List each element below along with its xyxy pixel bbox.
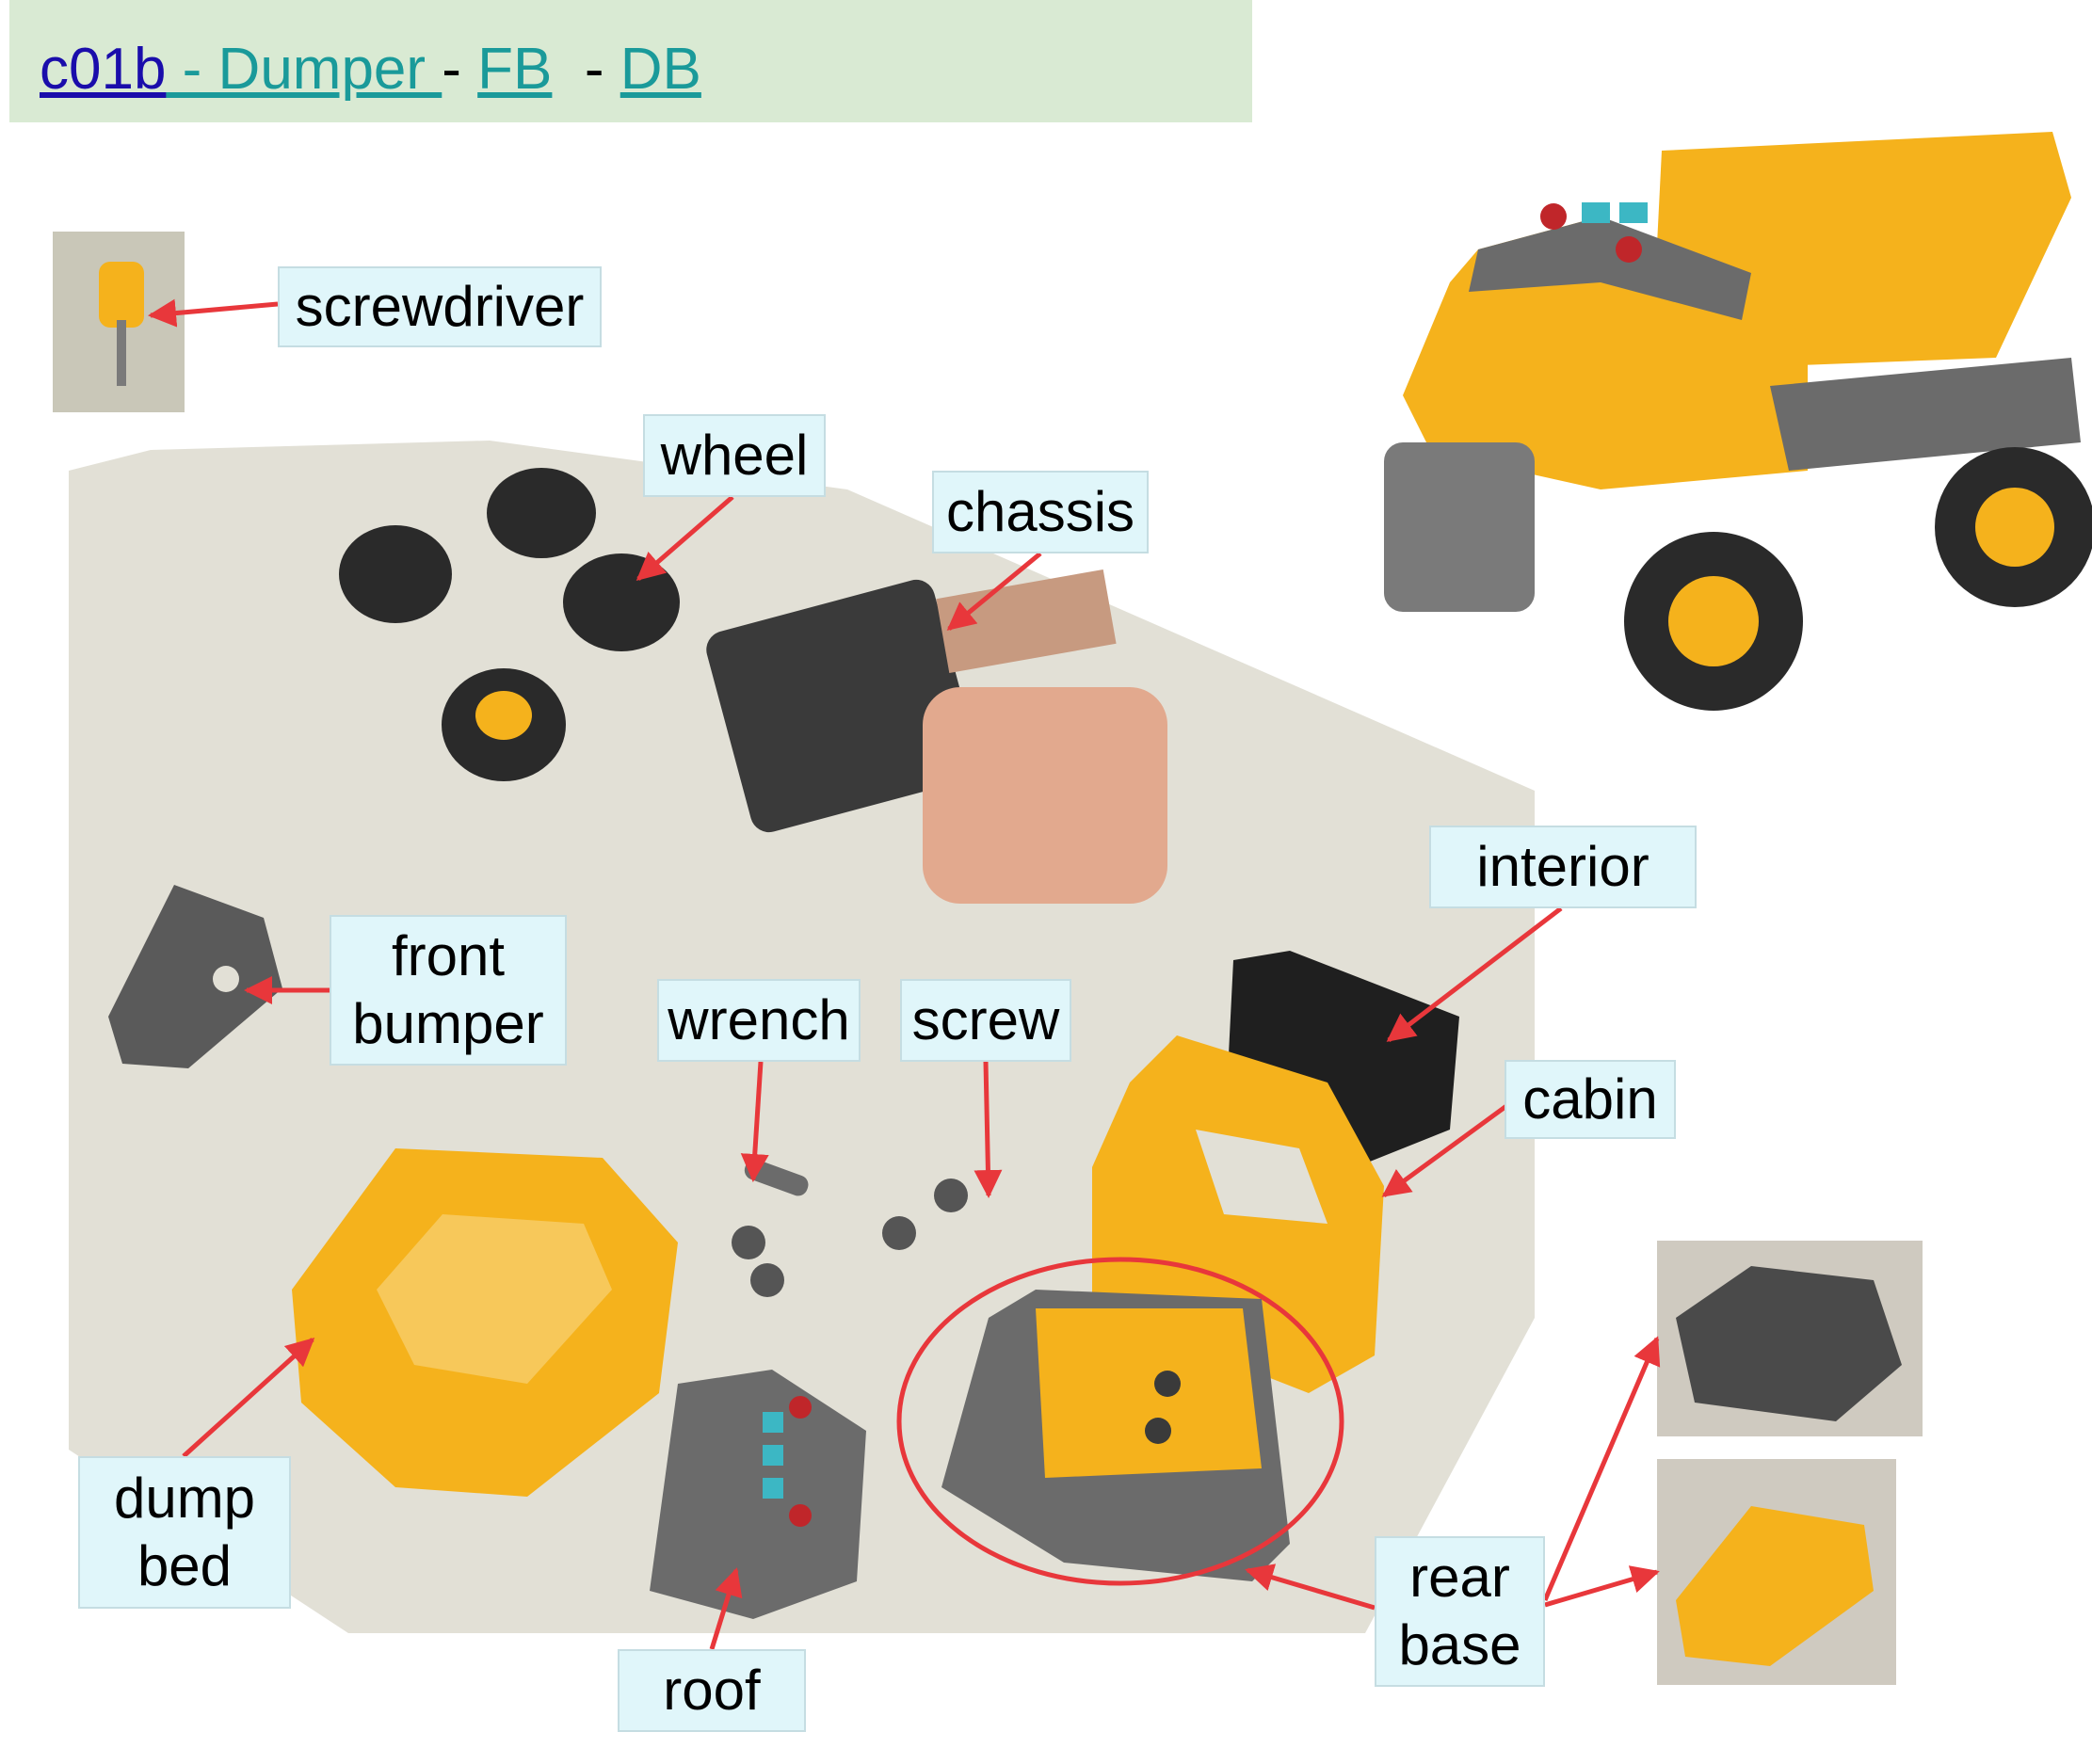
arrow-rear-base-grey: [1542, 1336, 1661, 1601]
arrow-interior: [1386, 906, 1563, 1042]
rear-base-photo-yellow: [1657, 1459, 1896, 1685]
front-bumper-part: [108, 885, 282, 1068]
header-links: c01b - Dumper - FB - DB: [40, 36, 701, 103]
label-wrench: wrench: [657, 979, 861, 1062]
dumper-link[interactable]: - Dumper: [166, 37, 443, 102]
label-screw: screw: [900, 979, 1071, 1062]
arrow-screwdriver: [148, 298, 279, 328]
arrow-chassis: [946, 552, 1042, 631]
code-link[interactable]: c01b: [40, 37, 167, 102]
label-arrows: [148, 298, 1661, 1650]
label-cabin: cabin: [1505, 1060, 1676, 1139]
rear-base-highlight-ellipse: [896, 1257, 1344, 1586]
rear-base-photo-grey: [1657, 1241, 1923, 1436]
label-roof: roof: [618, 1649, 806, 1732]
fb-link[interactable]: FB: [477, 37, 553, 102]
label-rear-base: rear base: [1375, 1536, 1545, 1687]
chassis-part: [706, 569, 1167, 904]
label-chassis: chassis: [932, 471, 1149, 553]
arrow-screw: [974, 1061, 1003, 1198]
arrow-rear-base-yellow: [1544, 1565, 1660, 1608]
separator: -: [552, 37, 620, 102]
db-link[interactable]: DB: [620, 37, 701, 102]
label-dump-bed: dump bed: [78, 1456, 291, 1609]
roof-part: [650, 1370, 866, 1619]
arrow-roof: [709, 1567, 743, 1650]
interior-part: [1229, 951, 1459, 1167]
arrow-rear-base-ellipse: [1245, 1564, 1376, 1611]
dump-bed-part: [292, 1148, 678, 1497]
header-bar: c01b - Dumper - FB - DB: [9, 0, 1252, 122]
assembled-dumper-photo: [1384, 132, 2092, 711]
arrow-wheel: [636, 495, 734, 581]
arrow-wrench: [740, 1061, 769, 1182]
wheel-parts: [339, 468, 680, 781]
label-screwdriver: screwdriver: [278, 266, 602, 347]
arrow-cabin: [1381, 1103, 1508, 1198]
label-interior: interior: [1429, 826, 1697, 908]
label-front-bumper: front bumper: [330, 915, 567, 1066]
arrow-dump-bed: [182, 1337, 315, 1458]
screwdriver-photo: [53, 232, 185, 412]
label-wheel: wheel: [643, 414, 826, 497]
separator: -: [442, 37, 478, 102]
rear-base-part: [941, 1290, 1290, 1581]
